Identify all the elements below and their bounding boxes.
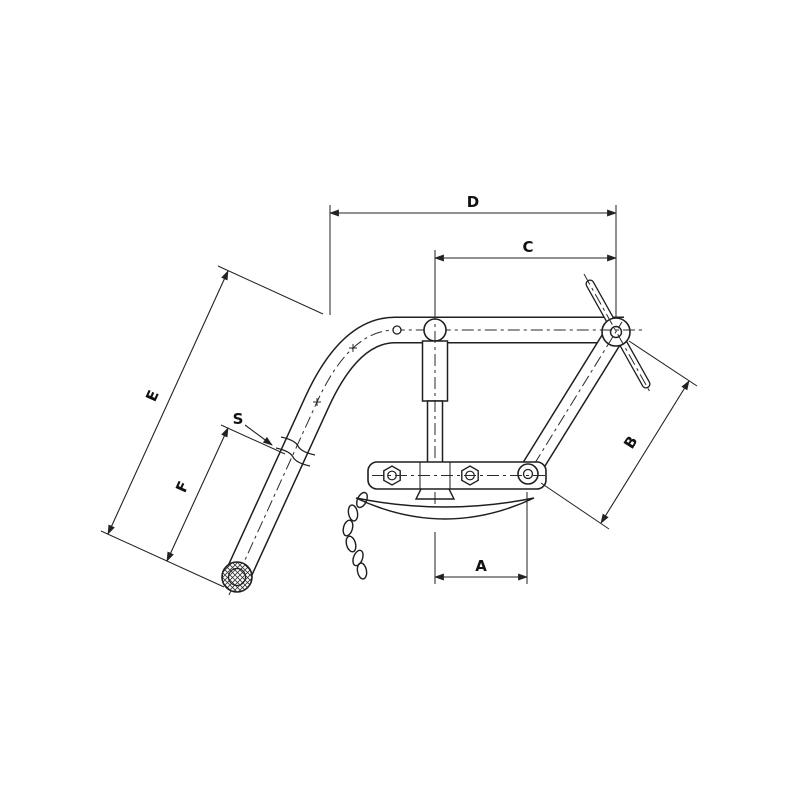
tube-hole [392, 325, 402, 335]
saddle-jaw [355, 497, 535, 520]
centerline-marks [313, 344, 357, 406]
arm-centerline [521, 321, 623, 485]
dimension-A: A [434, 492, 528, 584]
dimension-label-s: S [233, 410, 244, 428]
dimension-label-e: E [142, 388, 163, 405]
dimension-label-b: B [620, 433, 641, 452]
tube-end-section [221, 561, 253, 593]
chain [342, 491, 368, 580]
dimension-label-a: A [475, 557, 487, 575]
break-symbol [275, 436, 316, 467]
dimension-S: S [233, 410, 273, 446]
hex-bolt-left [383, 465, 401, 486]
arm-pivot [517, 463, 539, 485]
dimension-B: B [540, 340, 698, 530]
dimension-label-d: D [467, 193, 479, 211]
clamp-assembly [355, 461, 548, 520]
dimension-D: D [329, 193, 617, 317]
dimension-C: C [434, 238, 617, 315]
dimension-label-f: F [172, 479, 193, 496]
stem-taper [414, 488, 456, 500]
dimension-E: E [100, 265, 324, 588]
dimension-label-c: C [522, 238, 533, 256]
